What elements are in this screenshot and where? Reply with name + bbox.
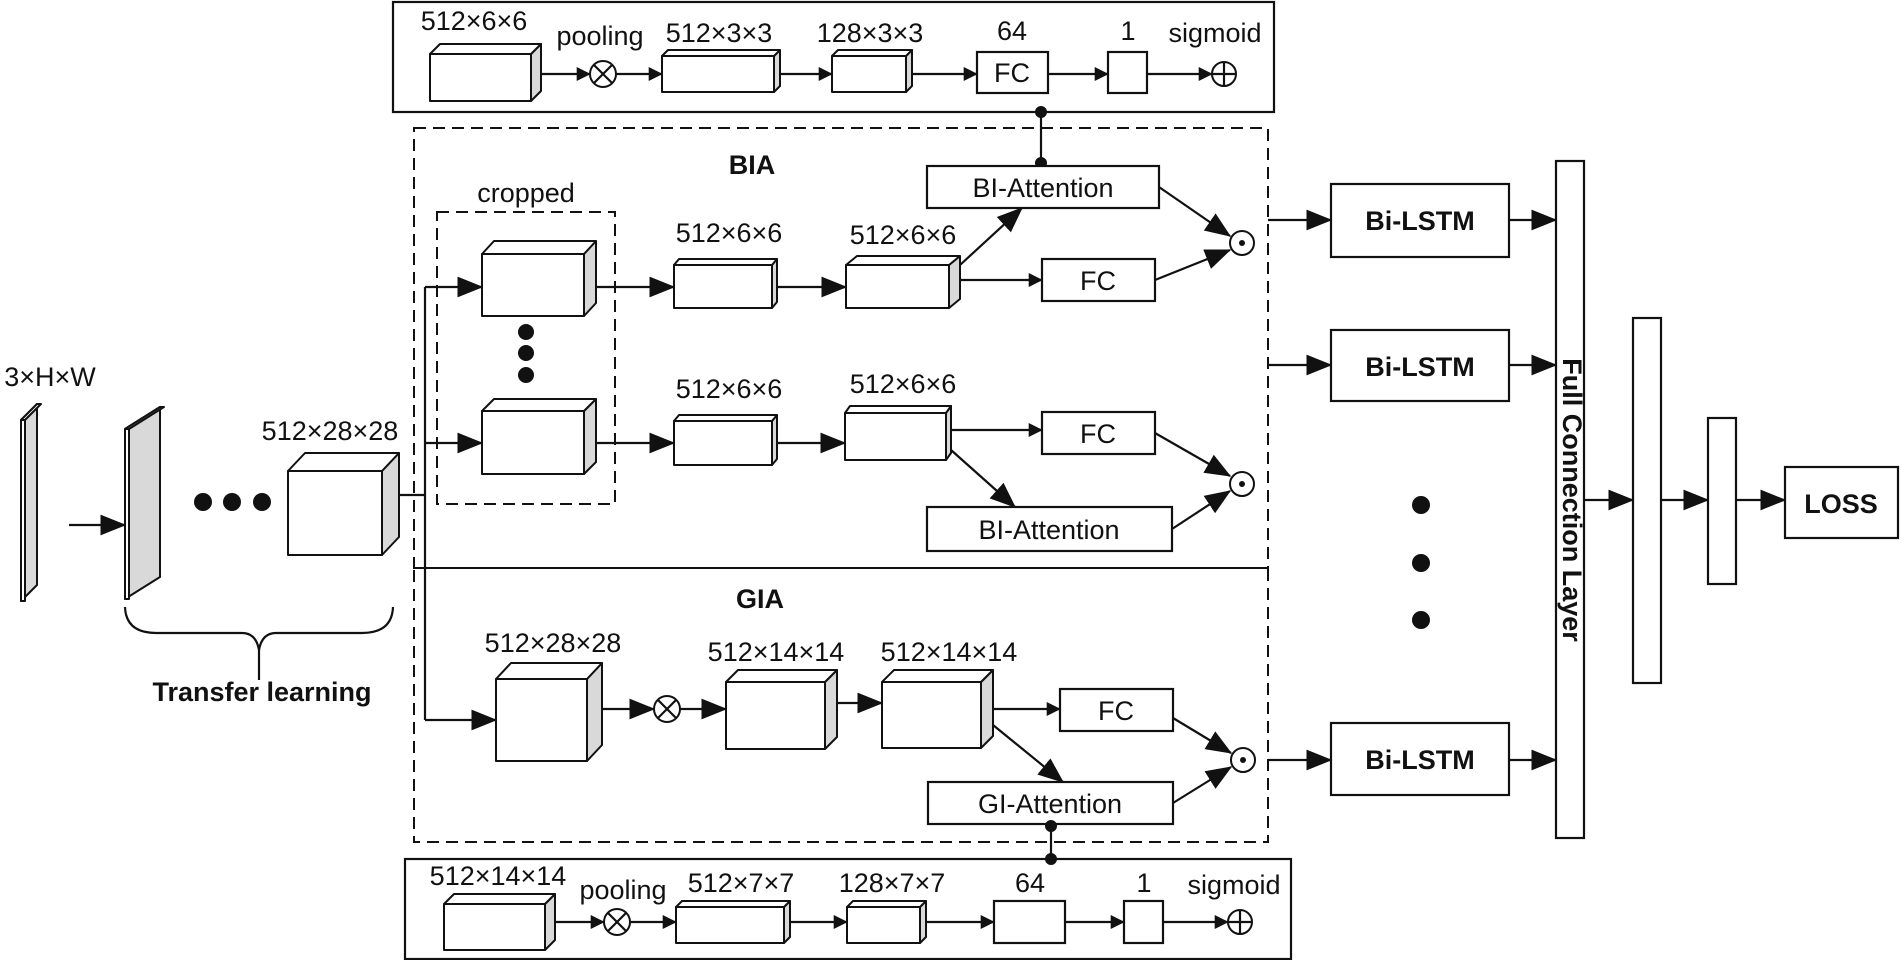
bia-row1-dim-2: 512×6×6: [850, 220, 957, 250]
top-to-attention-connector: [1035, 106, 1047, 169]
bilstm-label-3: Bi-LSTM: [1365, 745, 1474, 775]
bilstm-label-1: Bi-LSTM: [1365, 206, 1474, 236]
bottom-dim-3: 128×7×7: [839, 868, 946, 898]
bia-row2-dim-1: 512×6×6: [676, 374, 783, 404]
bottom-sigmoid-op: [1227, 909, 1253, 935]
bottom-dim-1: 512×14×14: [430, 861, 567, 891]
conv-feature-slab: [124, 406, 165, 600]
attention-to-bottom-connector: [1045, 820, 1057, 865]
bia-row1-cube-1: [673, 258, 778, 309]
top-sigmoid-op: [1211, 61, 1237, 87]
output-layer-1: [1631, 316, 1663, 685]
bia-row2-cube-2: [844, 405, 952, 461]
crop-ellipsis: [518, 324, 534, 383]
bilstm-label-2: Bi-LSTM: [1365, 352, 1474, 382]
loss-label: LOSS: [1804, 489, 1878, 519]
bottom-cube-2: [675, 900, 791, 944]
bia-attention-label-1: BI-Attention: [972, 173, 1113, 203]
backbone-ellipsis: [194, 493, 271, 511]
top-dim-3: 128×3×3: [817, 18, 924, 48]
bia-row1-cube-2: [845, 255, 961, 309]
gia-title: GIA: [736, 584, 784, 614]
bia-attention-label-2: BI-Attention: [978, 515, 1119, 545]
gia-cube-2: [881, 669, 994, 749]
transfer-learning-brace: [123, 606, 395, 651]
bilstm-box-3: [1329, 721, 1511, 797]
backbone-dims-label: 512×28×28: [262, 416, 399, 446]
bottom-cube-3: [846, 900, 927, 944]
gia-cube-1: [725, 669, 838, 750]
bottom-dim-2: 512×7×7: [688, 868, 795, 898]
bottom-pooling-label: pooling: [579, 875, 666, 905]
bia-fc-label-1: FC: [1080, 266, 1116, 296]
top-dim-5: 1: [1120, 16, 1135, 46]
bia-attention-box-1: [925, 164, 1161, 210]
bottom-one-unit-box: [1122, 899, 1165, 945]
gia-pooling-op: [653, 695, 681, 723]
gia-dim-2: 512×14×14: [881, 637, 1018, 667]
bottom-pooling-op: [603, 908, 631, 936]
top-one-unit-box: [1106, 50, 1149, 95]
backbone-feature-cube: [287, 452, 400, 556]
cropped-label: cropped: [477, 178, 575, 208]
output-layer-2: [1706, 416, 1738, 586]
loss-box: [1783, 465, 1900, 540]
bia-row1-dim-1: 512×6×6: [676, 218, 783, 248]
gia-attention-label: GI-Attention: [978, 789, 1122, 819]
gia-dim-0: 512×28×28: [485, 628, 622, 658]
bia-title: BIA: [729, 150, 776, 180]
bia-fusion-op-1: [1229, 230, 1255, 256]
top-cube-3: [831, 49, 913, 93]
transfer-learning-label: Transfer learning: [152, 677, 371, 707]
cropped-region: [436, 211, 616, 505]
bottom-sigmoid-label: sigmoid: [1187, 870, 1280, 900]
bia-row2-dim-2: 512×6×6: [850, 369, 957, 399]
full-connection-label: Full Connection Layer: [1557, 358, 1587, 642]
top-dim-1: 512×6×6: [421, 6, 528, 36]
input-image-slab: [20, 403, 42, 602]
bottom-cube-1: [443, 893, 556, 951]
top-pooling-op: [589, 60, 617, 88]
top-cube-2: [661, 49, 781, 93]
bottom-dim-4: 64: [1015, 868, 1045, 898]
top-cube-1: [429, 43, 542, 102]
gia-fusion-op: [1230, 747, 1256, 773]
gia-fc-box: [1058, 687, 1175, 733]
bilstm-ellipsis: [1412, 496, 1430, 629]
bottom-dim-5: 1: [1136, 868, 1151, 898]
bia-row2-cube-1: [673, 414, 778, 466]
bilstm-box-2: [1329, 328, 1511, 403]
top-dim-2: 512×3×3: [666, 18, 773, 48]
bia-fc-label-2: FC: [1080, 419, 1116, 449]
gia-cube-0: [495, 662, 603, 762]
gia-region: [413, 567, 1269, 843]
top-dim-4: 64: [997, 16, 1027, 46]
full-connection-layer: [1554, 159, 1586, 840]
bia-fusion-op-2: [1229, 471, 1255, 497]
crop-cube-2: [481, 398, 597, 475]
bottom-64-box: [992, 899, 1067, 945]
gia-fc-label: FC: [1098, 696, 1134, 726]
bilstm-box-1: [1329, 182, 1511, 259]
input-dims-label: 3×H×W: [4, 362, 96, 392]
gia-dim-1: 512×14×14: [708, 637, 845, 667]
top-sigmoid-label: sigmoid: [1168, 18, 1261, 48]
top-pooling-label: pooling: [556, 21, 643, 51]
main-flow-arrows: [69, 186, 1787, 804]
top-fc-label: FC: [994, 58, 1030, 88]
crop-cube-1: [481, 240, 597, 317]
